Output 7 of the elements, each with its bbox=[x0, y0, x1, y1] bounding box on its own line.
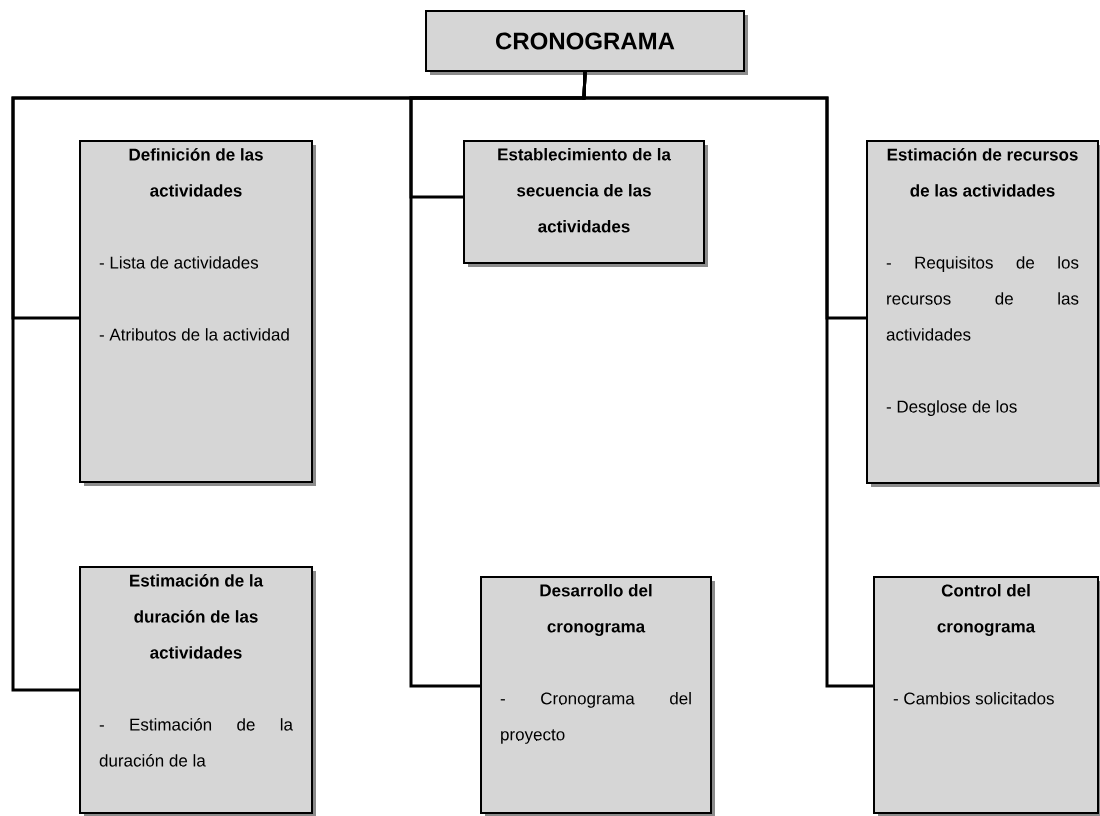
process-box: Establecimiento de la secuencia de las actividades bbox=[463, 140, 708, 267]
process-box: Desarrollo del cronograma - Cronograma del proyecto bbox=[480, 576, 715, 816]
process-box: Estimación de la duración de las actividades - Estimación de la duración de la bbox=[79, 566, 316, 816]
process-box: CRONOGRAMA bbox=[425, 10, 748, 75]
process-box: Estimación de recursos de las actividades - Requisitos de los recursos de las actividades - Desglose de los bbox=[866, 140, 1100, 487]
process-box: Definición de las actividades - Lista de actividades - Atributos de la actividad bbox=[79, 140, 316, 486]
process-box: Control del cronograma - Cambios solicitados bbox=[873, 576, 1100, 816]
